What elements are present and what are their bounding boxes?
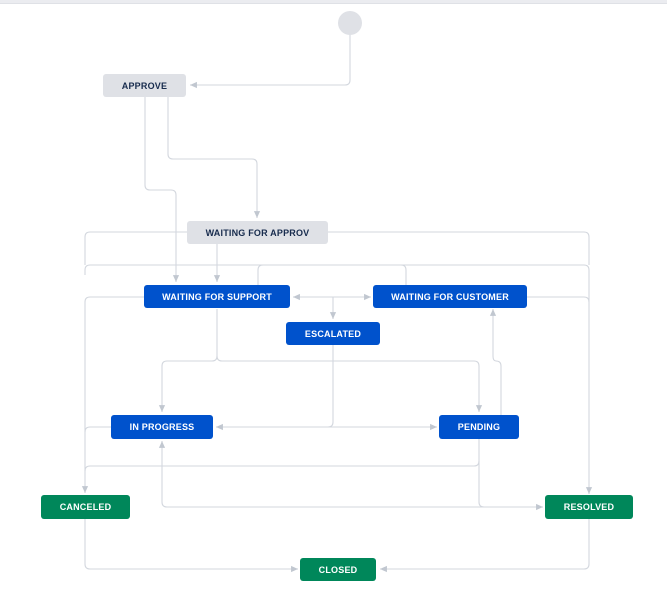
status-waiting-for-support[interactable]: WAITING FOR SUPPORT bbox=[144, 285, 290, 308]
transition-approve-waiting-approv bbox=[167, 97, 261, 218]
transition-escalated-down bbox=[327, 345, 334, 428]
transition-support-split bbox=[158, 309, 218, 412]
status-canceled[interactable]: CANCELED bbox=[41, 495, 130, 519]
status-waiting-for-approv[interactable]: WAITING FOR APPROV bbox=[187, 221, 328, 244]
status-waiting-for-customer[interactable]: WAITING FOR CUSTOMER bbox=[373, 285, 527, 308]
start-node[interactable] bbox=[338, 11, 362, 35]
transition-approve-waiting-support bbox=[144, 97, 180, 282]
transition-inprogress-resolved bbox=[158, 441, 543, 511]
top-divider bbox=[0, 0, 667, 4]
transition-approv-frame bbox=[84, 231, 590, 265]
status-pending[interactable]: PENDING bbox=[439, 415, 519, 439]
status-resolved[interactable]: RESOLVED bbox=[545, 495, 633, 519]
status-approve[interactable]: APPROVE bbox=[103, 74, 186, 97]
transition-customer-resolved bbox=[527, 296, 590, 303]
status-closed[interactable]: CLOSED bbox=[300, 558, 376, 581]
status-in-progress[interactable]: IN PROGRESS bbox=[111, 415, 213, 439]
transition-pending-customer bbox=[489, 309, 502, 415]
transition-canceled-closed bbox=[84, 519, 298, 573]
transition-resolved-closed bbox=[380, 519, 590, 573]
transition-start-approve bbox=[190, 35, 351, 89]
transition-inprogress-left bbox=[84, 426, 112, 433]
transition-pending-frame bbox=[84, 439, 480, 472]
status-escalated[interactable]: ESCALATED bbox=[286, 322, 380, 345]
transition-support-canceled bbox=[81, 296, 145, 493]
transition-support-pending bbox=[216, 355, 483, 412]
transition-loop-top bbox=[257, 264, 407, 285]
transition-pending-resolved bbox=[478, 461, 485, 508]
